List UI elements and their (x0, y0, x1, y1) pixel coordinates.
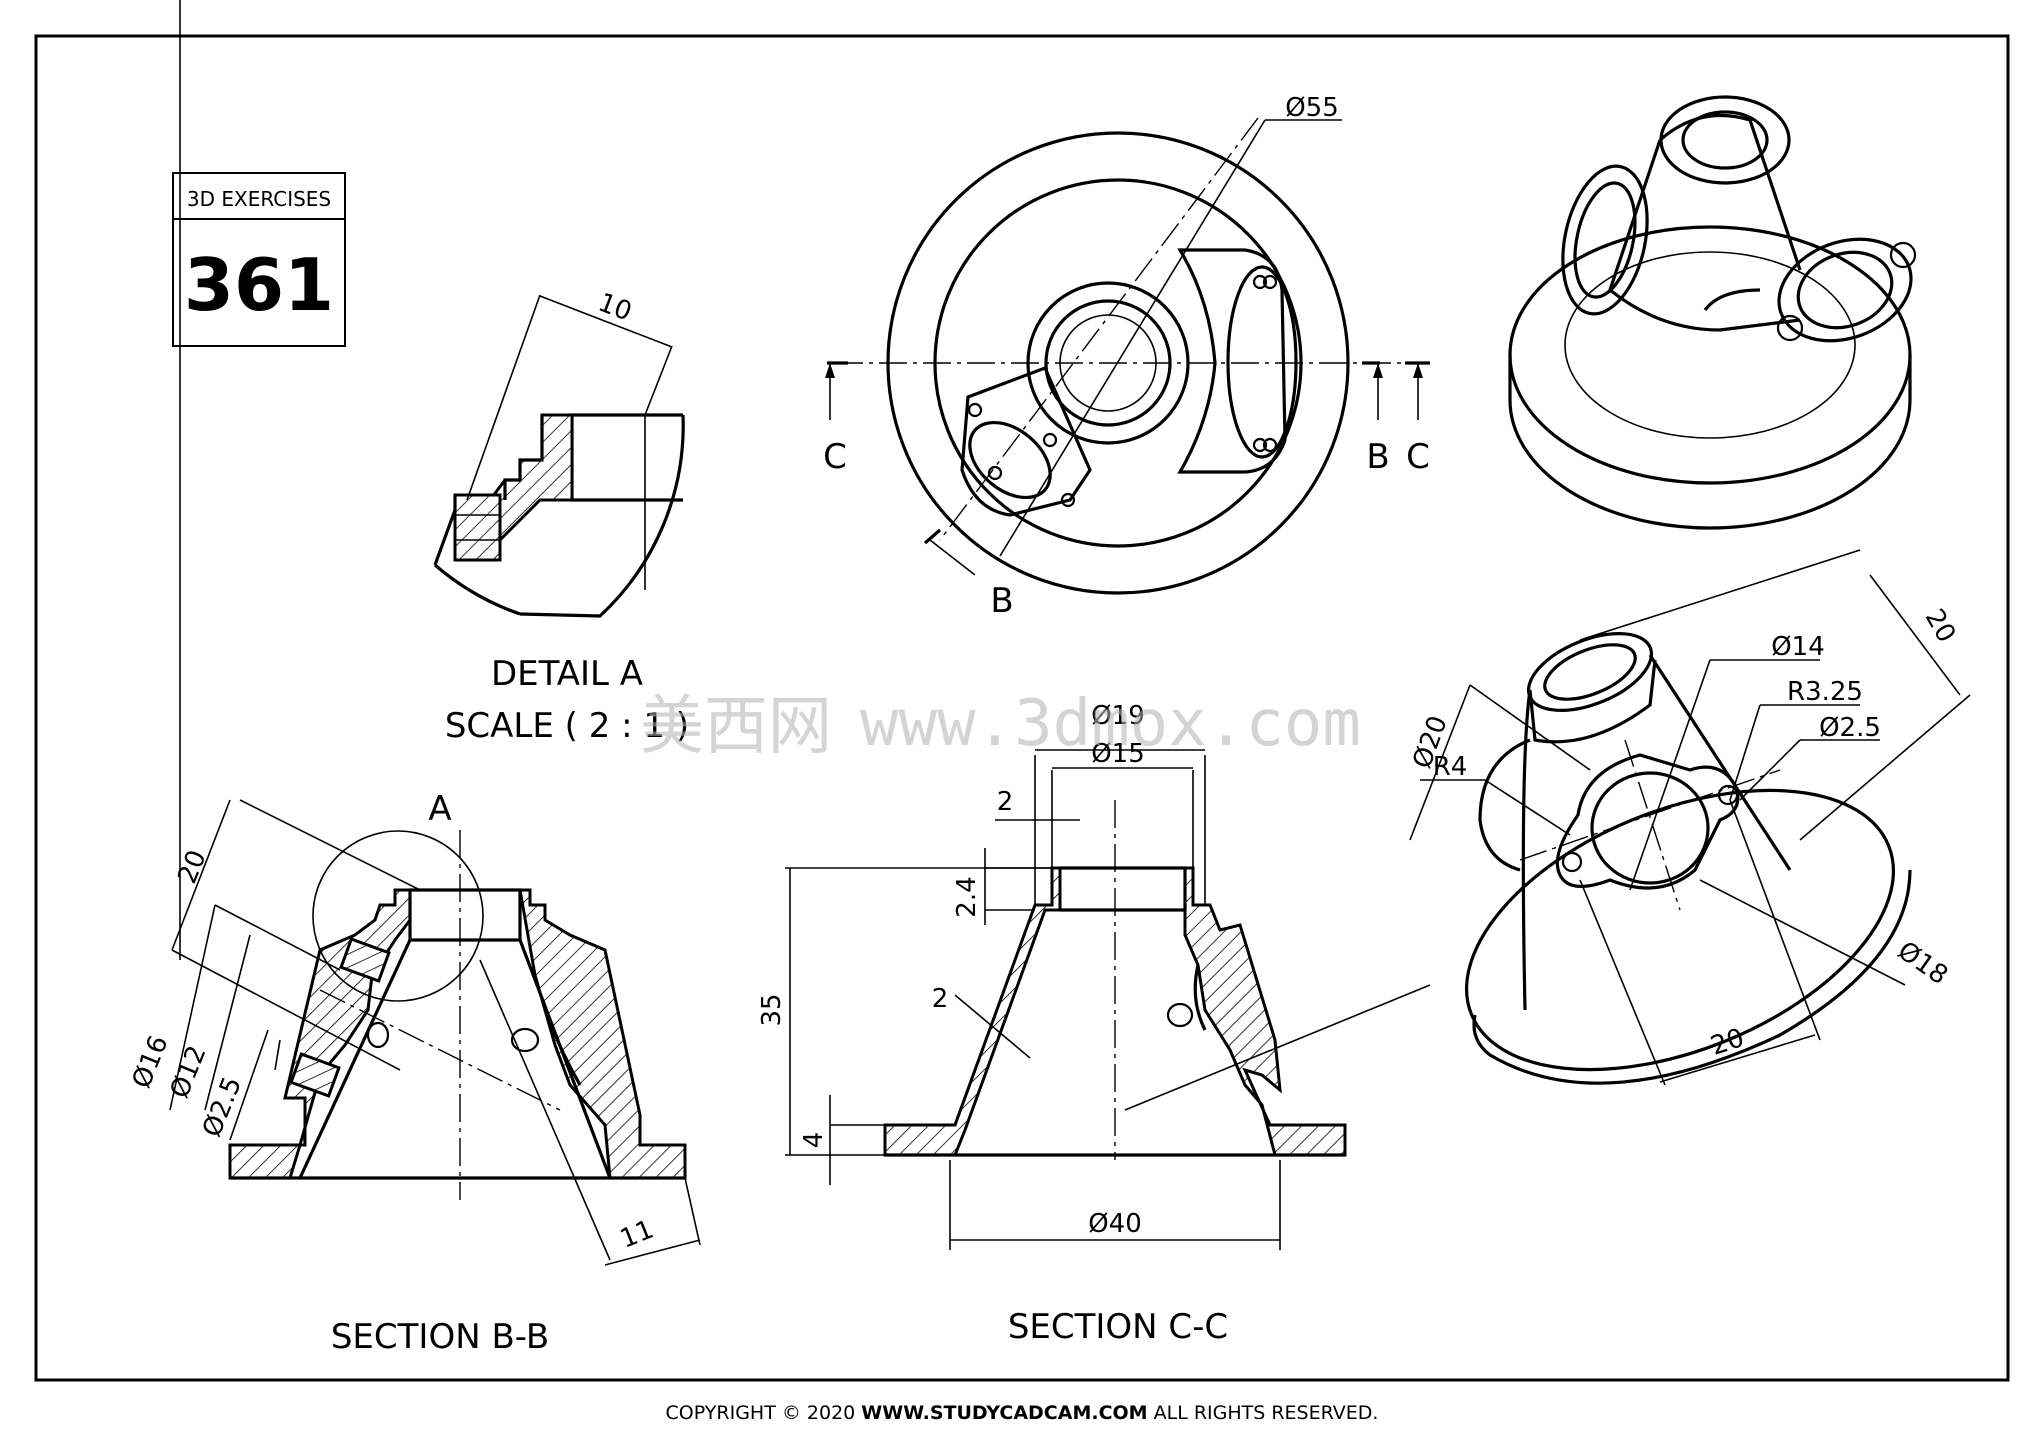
iso-dim-20-bottom: 20 (1707, 1023, 1748, 1062)
cut-label-c-left: C (823, 437, 847, 477)
watermark-cjk: 美西网 (640, 690, 832, 764)
cc-dim-19: Ø19 (1091, 701, 1145, 731)
iso-view-bottom: 20 Ø14 R3.25 Ø2.5 Ø20 R4 Ø18 20 (1407, 549, 1971, 1086)
iso-dim-r4: R4 (1433, 752, 1468, 782)
section-cc-view: Ø19 Ø15 2 2.4 35 2 4 Ø40 SECTION C-C (757, 701, 1431, 1347)
footer-site-link[interactable]: WWW.STUDYCADCAM.COM (861, 1402, 1148, 1424)
bb-detail-marker-a: A (428, 789, 451, 829)
bb-dim-11: 11 (616, 1214, 658, 1254)
top-dim-55: Ø55 (1285, 93, 1339, 123)
detail-a-view: 10 DETAIL A SCALE ( 2 : 1 ) (433, 288, 689, 746)
watermark: 美西网 www.3dmox.com (640, 687, 1361, 764)
top-view: C B C B Ø55 (823, 93, 1430, 621)
title-block-header: 3D EXERCISES (187, 187, 331, 211)
cut-label-c-right: C (1406, 437, 1430, 477)
cut-label-b-bottom: B (990, 581, 1013, 621)
detail-a-title: DETAIL A (491, 654, 643, 694)
cc-dim-4: 4 (799, 1132, 829, 1149)
cc-dim-40: Ø40 (1088, 1209, 1142, 1239)
cc-dim-15: Ø15 (1091, 739, 1145, 769)
cc-dim-2-4: 2.4 (952, 876, 982, 917)
iso-dim-2-5: Ø2.5 (1819, 713, 1881, 743)
detail-a-scale: SCALE ( 2 : 1 ) (445, 706, 689, 746)
footer-prefix: COPYRIGHT © 2020 (665, 1402, 862, 1424)
bb-dim-20: 20 (172, 846, 212, 888)
copyright-footer: COPYRIGHT © 2020 WWW.STUDYCADCAM.COM ALL… (0, 1402, 2044, 1424)
cut-label-b-right: B (1366, 437, 1389, 477)
title-block: 3D EXERCISES 361 (172, 172, 346, 347)
section-bb-title: SECTION B-B (331, 1317, 549, 1357)
sheet-border (34, 34, 2010, 1382)
detail-dim-10: 10 (594, 288, 636, 328)
section-cc-title: SECTION C-C (1008, 1307, 1228, 1347)
iso-dim-20-top: 20 (1919, 604, 1962, 648)
watermark-latin: www.3dmox.com (860, 687, 1361, 761)
iso-view-top (1508, 95, 1917, 530)
cc-dim-35: 35 (757, 993, 787, 1026)
cc-dim-2-wall: 2 (932, 984, 949, 1014)
iso-dim-r3-25: R3.25 (1787, 677, 1863, 707)
bb-dim-12: Ø12 (165, 1042, 213, 1103)
footer-suffix: ALL RIGHTS RESERVED. (1147, 1402, 1379, 1424)
title-block-number: 361 (184, 243, 334, 327)
bb-dim-2-5: Ø2.5 (197, 1073, 248, 1142)
cc-dim-2-top: 2 (997, 787, 1014, 817)
iso-dim-14: Ø14 (1771, 632, 1825, 662)
